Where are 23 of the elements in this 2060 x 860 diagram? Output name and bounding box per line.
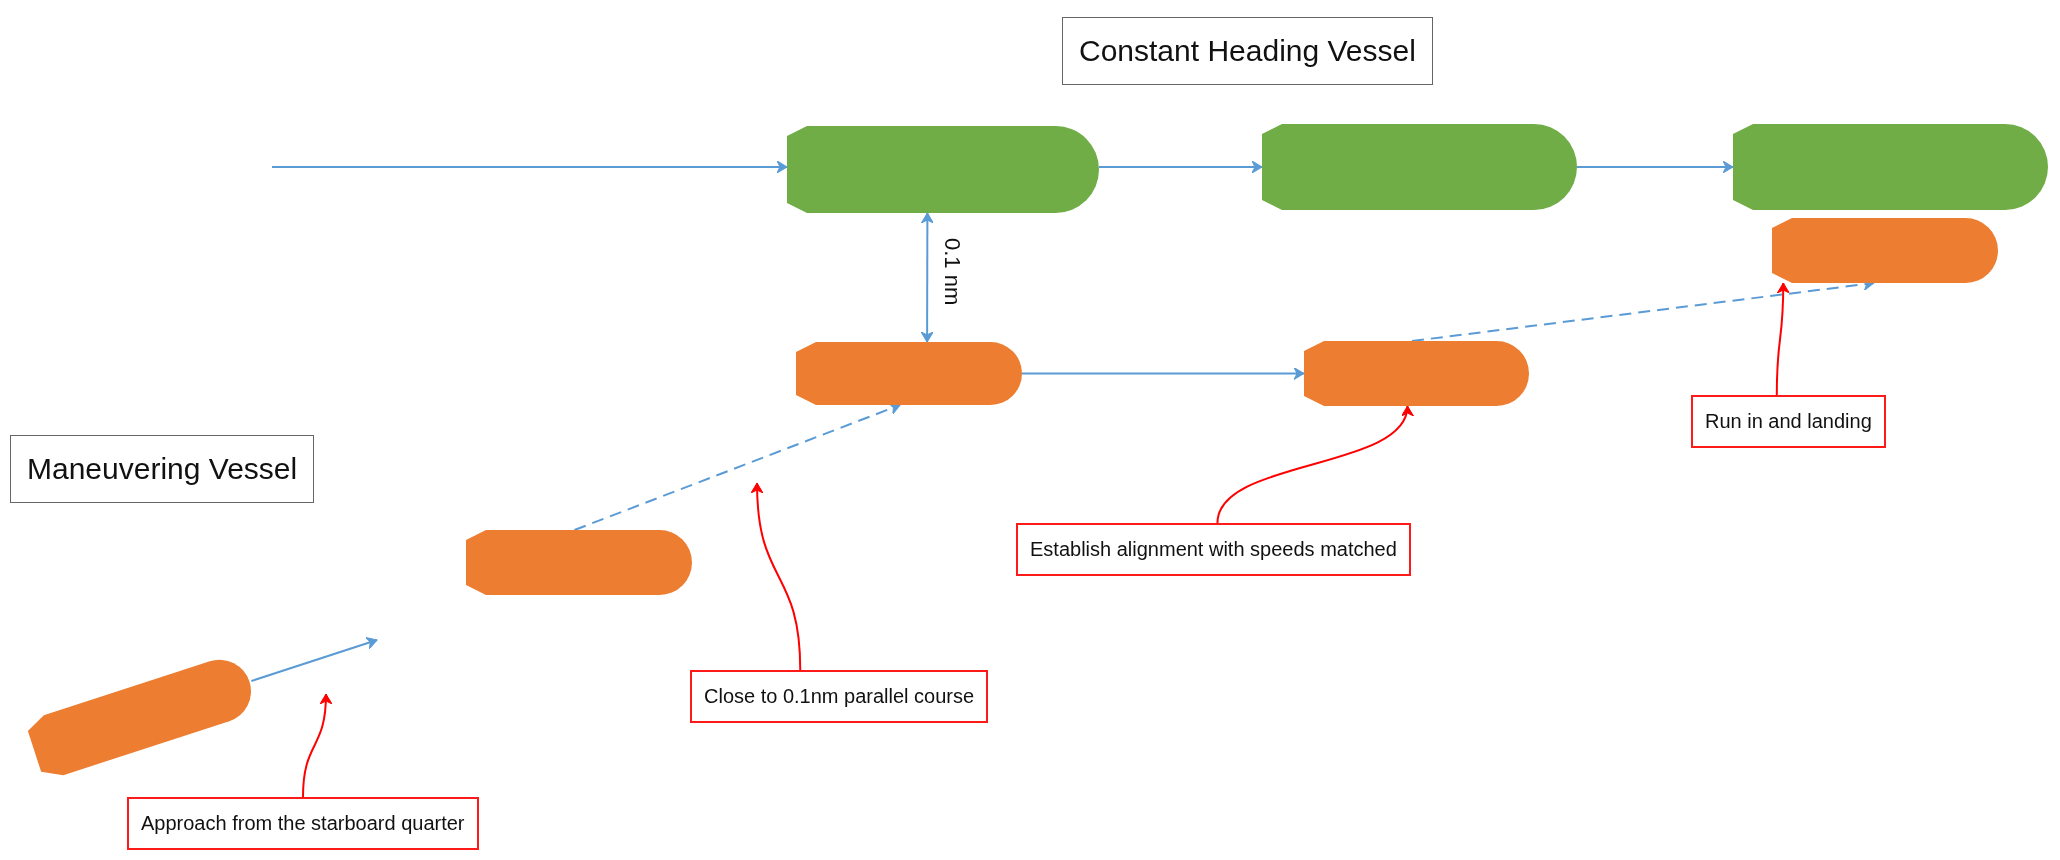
title-box: Constant Heading Vessel <box>1062 17 1433 85</box>
leader-line <box>1216 405 1412 524</box>
vessel-shape <box>1262 124 1577 210</box>
vessel-shape <box>1304 341 1529 406</box>
leader-line <box>1775 282 1790 396</box>
distance-arrow <box>920 212 934 343</box>
vessel-shape <box>787 126 1099 213</box>
arrow <box>1021 367 1305 380</box>
callout-box: Approach from the starboard quarter <box>127 797 479 850</box>
vessel-shape <box>466 530 692 595</box>
arrow <box>250 636 378 682</box>
arrow <box>1576 160 1734 174</box>
leader-line <box>302 693 333 798</box>
leader-line <box>750 482 802 671</box>
callout-box: Close to 0.1nm parallel course <box>690 670 989 723</box>
vessel-shape <box>1772 218 1998 283</box>
callout-box: Establish alignment with speeds matched <box>1016 523 1411 576</box>
vessel-shape <box>796 342 1022 405</box>
title-box: Maneuvering Vessel <box>10 435 315 503</box>
arrow <box>1098 160 1263 174</box>
vessel-shape <box>1733 124 2048 210</box>
callout-box: Run in and landing <box>1691 395 1886 448</box>
arrow <box>271 160 788 174</box>
